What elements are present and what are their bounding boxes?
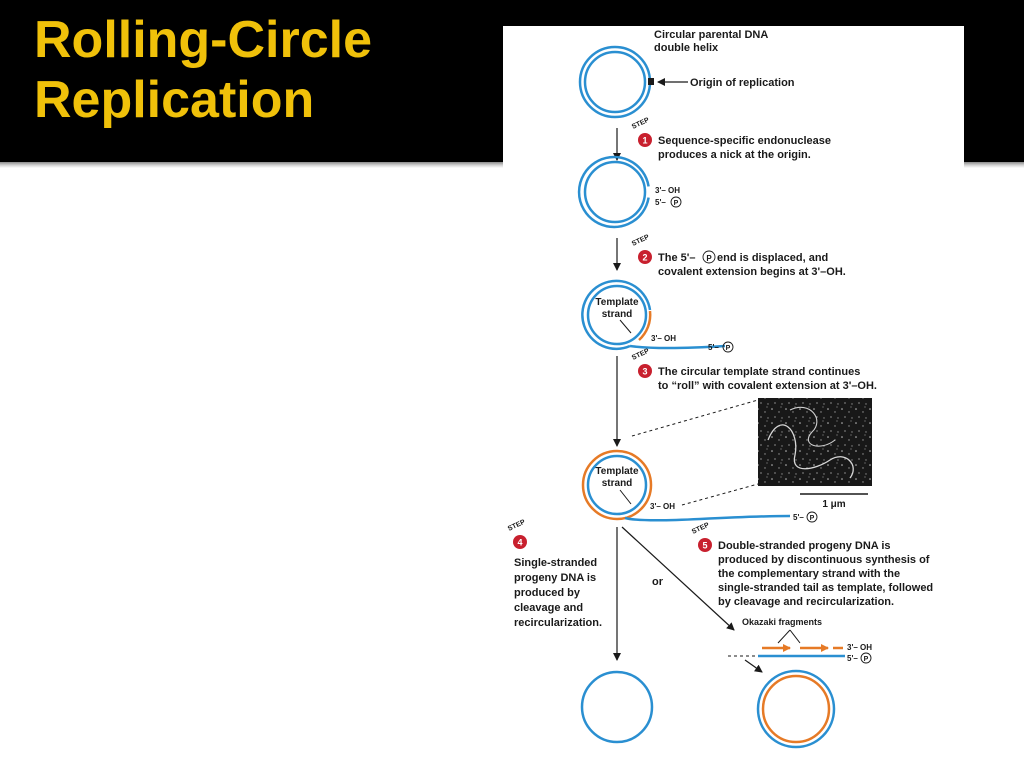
step2-text-line-1b: end is displaced, and: [717, 252, 828, 264]
step3-number: 3: [642, 367, 647, 377]
step4-text-line-1: Single-stranded: [514, 557, 597, 569]
slide-title-line-1: Rolling-Circle: [34, 11, 373, 69]
micrograph-pointer-bottom: [681, 483, 759, 506]
step2-phosphate-circle: [702, 250, 716, 264]
step3-text-line-2: to “roll” with covalent extension at 3'–…: [658, 380, 877, 392]
top-label-line-1: Circular parental DNA: [654, 29, 768, 41]
micrograph-scale-label: 1 μm: [822, 499, 845, 510]
step5-text-line-4: single-stranded tail as template, follow…: [718, 582, 933, 594]
label-5p-b: 5'–: [793, 513, 804, 522]
electron-micrograph: [758, 398, 872, 486]
displaced-tail-2: [624, 514, 791, 522]
origin-marker: [648, 78, 654, 85]
tail-phosphate-circle-c: [860, 652, 872, 664]
step4-text-line-3: produced by: [514, 587, 581, 599]
okazaki-pointer: [777, 629, 801, 644]
step2-word: STEP: [631, 234, 651, 248]
label-5p-a: 5'–: [708, 343, 719, 352]
step5-badge: STEP 5: [691, 522, 712, 552]
label-3oh-b: 3'– OH: [650, 502, 675, 511]
slide-title-line-2: Replication: [34, 71, 315, 129]
origin-label: Origin of replication: [690, 77, 795, 89]
step3-word: STEP: [631, 348, 651, 362]
template-label-1-line-2: strand: [602, 309, 633, 320]
step2-phosphate-symbol: P: [706, 254, 712, 263]
step4-text-line-5: recircularization.: [514, 617, 602, 629]
displaced-tail-1: [629, 344, 726, 350]
nicked-dna-circle: [577, 155, 650, 229]
step4-text-line-2: progeny DNA is: [514, 572, 596, 584]
micrograph-pointer-top: [631, 399, 759, 437]
step3-badge: STEP 3: [631, 348, 652, 378]
slide-title: Rolling-Circle Replication: [34, 10, 474, 130]
step4-number: 4: [517, 538, 522, 548]
step1-text-line-1: Sequence-specific endonuclease: [658, 135, 831, 147]
tail-phosphate-symbol-a: P: [726, 345, 731, 352]
step5-text-line-2: produced by discontinuous synthesis of: [718, 554, 930, 566]
template-label-2-line-2: strand: [602, 478, 633, 489]
top-label-line-2: double helix: [654, 42, 719, 54]
label-3oh-a: 3'– OH: [651, 334, 676, 343]
step2-text-line-2: covalent extension begins at 3'–OH.: [658, 266, 846, 278]
step4-text-line-4: cleavage and: [514, 602, 583, 614]
figure-panel: [503, 26, 964, 754]
tail-phosphate-symbol-b: P: [810, 515, 815, 522]
dsdna-progeny-circle: [756, 669, 836, 749]
step5-text-line-1: Double-stranded progeny DNA is: [718, 540, 891, 552]
rolling-dna-circle: [581, 449, 791, 522]
step3-text-line-1: The circular template strand continues: [658, 366, 860, 378]
parental-dna-circle: [578, 45, 654, 119]
tail-phosphate-symbol-c: P: [864, 656, 869, 663]
step1-badge: STEP 1: [631, 117, 652, 147]
step1-number: 1: [642, 136, 647, 146]
or-label: or: [652, 576, 664, 588]
tail-phosphate-circle-b: [806, 511, 818, 523]
ssdna-progeny-circle: [580, 670, 654, 744]
step5-text-line-5: by cleavage and recircularization.: [718, 596, 894, 608]
step5-word: STEP: [691, 522, 711, 536]
step4-word: STEP: [507, 519, 527, 533]
phosphate-circle: [670, 196, 682, 208]
step2-badge: STEP 2: [631, 234, 652, 264]
recircularize-arrow: [744, 659, 763, 673]
step5-arrow: [621, 526, 735, 631]
template-pointer-1: [619, 319, 632, 334]
step5-number: 5: [702, 541, 707, 551]
phosphate-symbol: P: [674, 200, 679, 207]
label-3oh-c: 3'– OH: [847, 643, 872, 652]
template-label-2-line-1: Template: [595, 466, 639, 477]
step1-text-line-2: produces a nick at the origin.: [658, 149, 811, 161]
step2-text-line-1a: The 5'–: [658, 252, 695, 264]
step2-number: 2: [642, 253, 647, 263]
step4-badge: STEP 4: [507, 519, 527, 549]
nick-label-3oh: 3'– OH: [655, 186, 680, 195]
template-pointer-2: [619, 489, 632, 505]
template-label-1-line-1: Template: [595, 297, 639, 308]
tail-phosphate-circle-a: [722, 341, 734, 353]
step5-text-line-3: the complementary strand with the: [718, 568, 900, 580]
okazaki-label: Okazaki fragments: [742, 617, 822, 627]
extension-dna-circle: [581, 279, 726, 351]
step1-word: STEP: [631, 117, 651, 131]
nick-label-5p: 5'–: [655, 198, 666, 207]
label-5p-c: 5'–: [847, 654, 858, 663]
